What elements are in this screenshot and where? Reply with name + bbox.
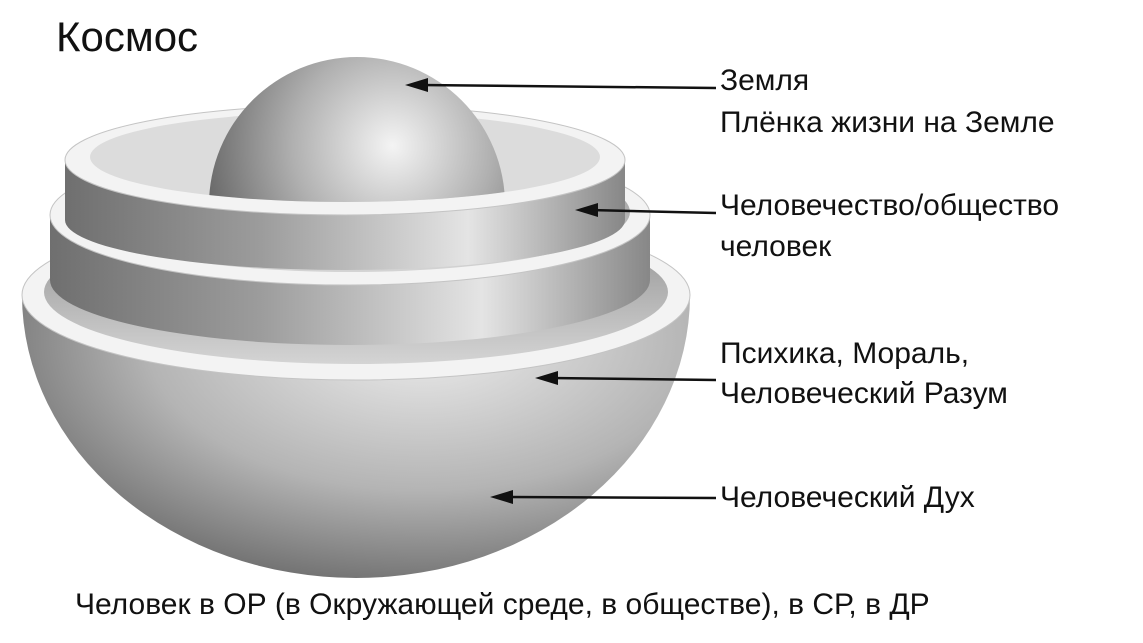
diagram-caption: Человек в ОР (в Окружающей среде, в обще… [75,588,930,621]
label-human: человек [720,230,832,263]
label-reason: Человеческий Разум [720,377,1008,410]
arrow-spirit [490,490,717,504]
label-psyche: Психика, Мораль, [720,337,970,370]
diagram-title: Космос [56,13,199,60]
arrow-psyche [535,371,717,385]
earth-sphere [209,57,505,202]
label-earth: Земля [720,64,810,97]
label-humanity: Человечество/общество [720,189,1060,222]
label-spirit: Человеческий Дух [720,481,975,514]
arrow-humanity [575,203,717,217]
arrow-earth [405,78,717,92]
label-biosphere: Плёнка жизни на Земле [720,106,1055,139]
